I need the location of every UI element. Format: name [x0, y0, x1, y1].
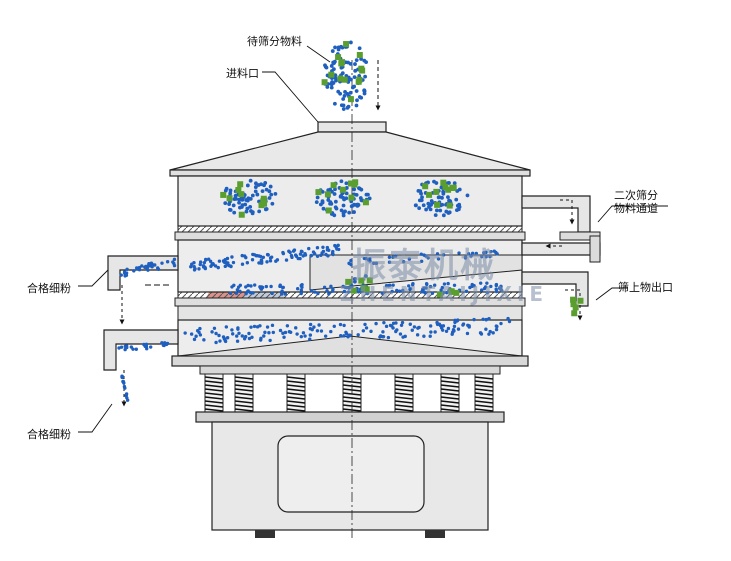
- label-feed-inlet: 进料口: [226, 67, 259, 80]
- lower-fine-fall: [120, 374, 130, 402]
- lower-fine-outlet-flow: [117, 341, 170, 352]
- lower-fine-outlet-pipe: [103, 329, 179, 371]
- lower-deck-fine-band: [183, 316, 512, 345]
- label-secondary-channel-line1: 二次筛分: [614, 189, 658, 202]
- fine-upper-leader: [78, 269, 109, 287]
- spring: [474, 373, 494, 413]
- secondary-screening-channel: [521, 195, 601, 241]
- spring: [440, 373, 460, 413]
- feed-material-leader: [306, 45, 331, 63]
- middle-right-pipe: [521, 235, 601, 263]
- spring: [286, 373, 306, 413]
- upper-fine-outlet-pipe: [107, 255, 179, 291]
- spring: [234, 373, 254, 413]
- top-cover: [169, 121, 531, 177]
- label-oversize-outlet: 筛上物出口: [618, 281, 673, 294]
- middle-deck-fine-band-right: [347, 249, 499, 267]
- upper-deck-cloud-2: [314, 179, 372, 218]
- label-fine-powder-upper: 合格细粉: [27, 282, 71, 295]
- upper-fine-outlet-flow: [119, 257, 177, 278]
- middle-screen-coarse: [345, 274, 373, 296]
- fine-lower-leader: [78, 403, 113, 433]
- oversize-arrow: [565, 289, 583, 321]
- lower-deck: [171, 305, 529, 367]
- secondary-channel-leader: [597, 205, 668, 223]
- base-frame: [195, 365, 505, 538]
- feed-material-cloud: [321, 40, 369, 111]
- watermark-brand: 振泰机械: [352, 246, 496, 286]
- spring: [394, 373, 414, 413]
- label-fine-powder-lower: 合格细粉: [27, 428, 71, 441]
- upper-deck-cloud-1: [220, 178, 278, 218]
- particles: [117, 40, 584, 402]
- middle-coarse-row: [436, 288, 460, 298]
- leader-lines: [78, 45, 668, 433]
- flow-arrows: [119, 60, 583, 407]
- middle-deck-fine-band: [189, 243, 341, 272]
- spring-supports: [204, 373, 494, 413]
- feed-inlet-leader: [262, 71, 319, 123]
- label-feed-material: 待筛分物料: [247, 35, 302, 48]
- secondary-channel-arrow: [560, 199, 575, 225]
- label-secondary-channel-line2: 物料通道: [614, 202, 658, 215]
- oversize-discharge: [570, 296, 584, 317]
- watermark-pinyin: ZHENTAIJIXIE: [340, 282, 549, 306]
- oversize-leader: [595, 287, 628, 301]
- upper-deck-cloud-3: [413, 179, 470, 218]
- spring: [204, 373, 224, 413]
